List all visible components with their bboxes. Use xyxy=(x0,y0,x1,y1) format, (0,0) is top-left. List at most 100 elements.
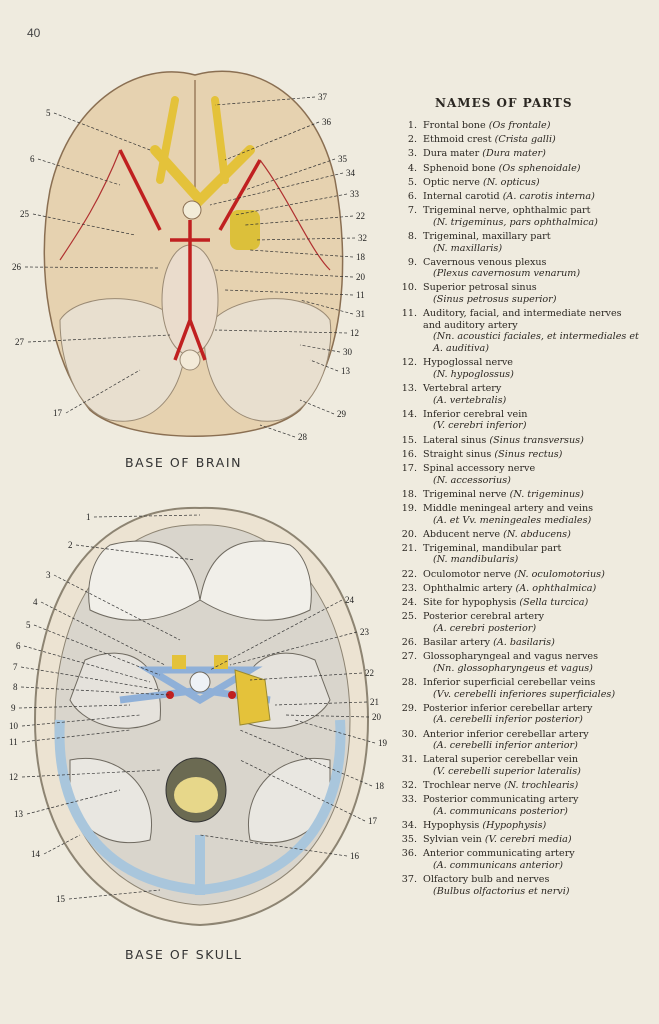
skull-label: 10 xyxy=(9,721,19,731)
brain-label: 18 xyxy=(356,252,366,262)
skull-label: 9 xyxy=(11,703,16,713)
item-latin: (A. cerebelli inferior posterior) xyxy=(433,714,583,726)
item-latin: (N. hypoglossus) xyxy=(433,368,514,380)
item-name: Cavernous venous plexus xyxy=(423,256,547,268)
item-number: 19. xyxy=(401,502,417,514)
item-text: Trigeminal nerve, ophthalmic part(N. tri… xyxy=(423,205,640,228)
list-item: 37. Olfactory bulb and nerves(Bulbus olf… xyxy=(395,874,640,897)
item-name: Basilar artery xyxy=(423,637,491,648)
brain-label: 34 xyxy=(346,168,356,178)
item-number: 11. xyxy=(401,308,417,320)
list-item: 9. Cavernous venous plexus(Plexus cavern… xyxy=(395,257,640,280)
skull-label: 2 xyxy=(68,540,73,550)
skull-caption: BASE OF SKULL xyxy=(125,947,243,962)
item-number: 36. xyxy=(401,848,417,860)
leader-line xyxy=(299,399,335,415)
item-text: Ophthalmic artery (A. ophthalmica) xyxy=(423,583,640,595)
item-name: Superior petrosal sinus xyxy=(423,282,537,294)
item-name: Trochlear nerve xyxy=(423,780,501,792)
item-number: 37. xyxy=(401,874,417,886)
base-of-brain-illustration xyxy=(43,70,344,437)
skull-label: 18 xyxy=(375,781,385,791)
list-item: 29. Posterior inferior cerebellar artery… xyxy=(395,703,640,726)
list-item: 35. Sylvian vein (V. cerebri media) xyxy=(395,834,640,846)
item-number: 2. xyxy=(407,134,417,146)
item-text: Superior petrosal sinus(Sinus petrosus s… xyxy=(423,282,640,305)
item-number: 7. xyxy=(407,205,417,217)
item-number: 25. xyxy=(401,611,417,623)
leader-line xyxy=(20,666,161,691)
item-number: 12. xyxy=(401,357,417,369)
item-latin: (A. carotis interna) xyxy=(502,190,595,202)
leader-line xyxy=(21,729,131,743)
item-number: 26. xyxy=(401,637,417,648)
item-number: 16. xyxy=(401,448,417,460)
item-text: Posterior inferior cerebellar artery(A. … xyxy=(423,703,640,726)
list-item: 20. Abducent nerve (N. abducens) xyxy=(395,529,640,541)
item-text: Vertebral artery(A. vertebralis) xyxy=(423,383,640,406)
item-latin: (Hypophysis) xyxy=(482,820,547,832)
leader-line xyxy=(23,645,151,683)
list-item: 17. Spinal accessory nerve(N. accessoriu… xyxy=(395,463,640,486)
leader-line xyxy=(214,96,316,106)
skull-label: 20 xyxy=(372,712,382,722)
skull-label: 7 xyxy=(13,662,18,672)
item-number: 14. xyxy=(401,408,417,420)
list-item: 6. Internal carotid (A. carotis interna) xyxy=(395,191,640,203)
item-name: Inferior cerebral vein xyxy=(423,408,528,420)
item-latin: (Plexus cavernosum venarum) xyxy=(433,268,581,280)
list-item: 1. Frontal bone (Os frontale) xyxy=(395,120,640,132)
base-of-skull-illustration xyxy=(33,506,370,927)
skull-label: 16 xyxy=(350,851,360,861)
item-name: Trigeminal, maxillary part xyxy=(423,230,551,242)
item-text: Trigeminal, mandibular part(N. mandibula… xyxy=(423,543,640,566)
item-number: 8. xyxy=(407,230,417,242)
item-text: Trochlear nerve (N. trochlearis) xyxy=(423,780,640,792)
skull-label: 11 xyxy=(9,737,18,747)
item-name: Sylvian vein xyxy=(423,834,482,846)
leader-line xyxy=(239,729,373,787)
list-item: 3. Dura mater (Dura mater) xyxy=(395,148,640,160)
item-text: Inferior superficial cerebellar veins(Vv… xyxy=(423,677,640,700)
leader-line xyxy=(26,789,121,815)
item-number: 21. xyxy=(401,542,417,554)
brain-labels: 5625262717373635343322321820113112301329… xyxy=(12,92,367,442)
skull-label: 4 xyxy=(33,597,38,607)
item-name: Oculomotor nerve xyxy=(423,568,511,580)
item-name: Spinal accessory nerve xyxy=(423,462,536,474)
item-text: Posterior cerebral artery(A. cerebri pos… xyxy=(423,611,640,634)
list-item: 10. Superior petrosal sinus(Sinus petros… xyxy=(395,282,640,305)
list-item: 22. Oculomotor nerve (N. oculomotorius) xyxy=(395,569,640,581)
item-name: Internal carotid xyxy=(423,190,500,202)
item-name: Vertebral artery xyxy=(423,383,502,394)
leader-line xyxy=(65,369,141,414)
item-latin: (A. cerebelli inferior anterior) xyxy=(433,740,578,752)
item-latin: (N. opticus) xyxy=(482,176,540,188)
item-text: Posterior communicating artery(A. commun… xyxy=(423,794,640,817)
skull-label: 15 xyxy=(56,894,66,904)
list-item: 24. Site for hypophysis (Sella turcica) xyxy=(395,597,640,609)
leader-line xyxy=(18,704,131,709)
item-number: 3. xyxy=(407,148,417,160)
skull-label: 19 xyxy=(378,738,388,748)
names-of-parts-legend: NAMES OF PARTS 1. Frontal bone (Os front… xyxy=(395,96,640,900)
brain-label: 6 xyxy=(30,154,35,164)
list-item: 28. Inferior superficial cerebellar vein… xyxy=(395,677,640,700)
skull-label: 23 xyxy=(360,627,370,637)
list-item: 36. Anterior communicating artery(A. com… xyxy=(395,848,640,871)
item-name: Posterior cerebral artery xyxy=(423,611,545,623)
list-item: 23. Ophthalmic artery (A. ophthalmica) xyxy=(395,583,640,595)
item-text: Trigeminal, maxillary part(N. maxillaris… xyxy=(423,231,640,254)
item-number: 9. xyxy=(407,256,417,268)
item-latin: (Os frontale) xyxy=(488,120,551,131)
list-item: 4. Sphenoid bone (Os sphenoidale) xyxy=(395,163,640,175)
item-latin: (Sinus petrosus superior) xyxy=(433,294,557,306)
item-number: 4. xyxy=(407,162,417,174)
item-latin: (Bulbus olfactorius et nervi) xyxy=(433,885,570,897)
item-number: 33. xyxy=(401,794,417,806)
item-text: Anterior inferior cerebellar artery(A. c… xyxy=(423,729,640,752)
item-latin: (Sinus transversus) xyxy=(489,434,584,446)
item-text: Sphenoid bone (Os sphenoidale) xyxy=(423,163,640,175)
leader-line xyxy=(239,759,366,822)
